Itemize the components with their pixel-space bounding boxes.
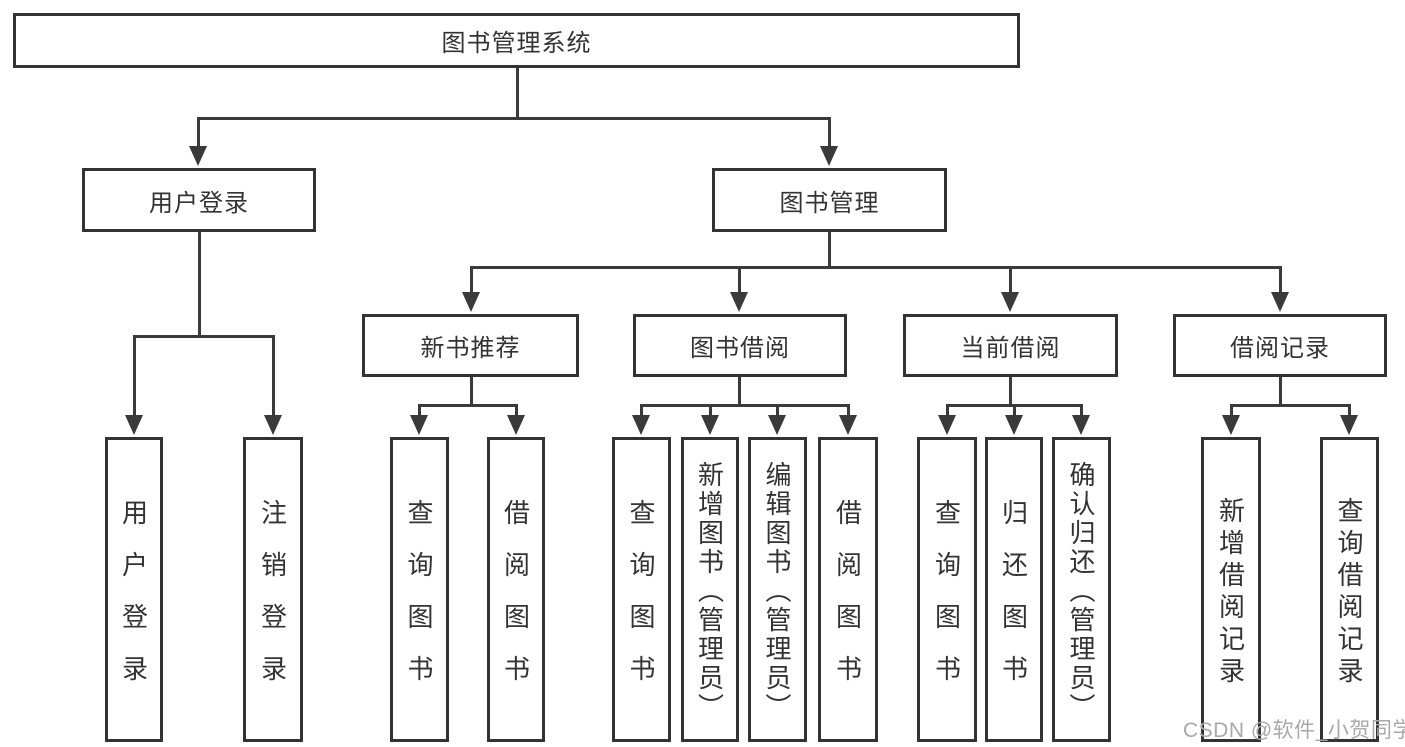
arrowhead — [820, 146, 838, 166]
leaf-confirm-return-admin: 确认归还（管理员） — [1052, 437, 1111, 742]
arrow-stem — [946, 406, 949, 417]
leaf-borrow-books-recommend: 借阅图书 — [487, 437, 545, 742]
arrow-stem — [1230, 406, 1233, 417]
leaf-edit-book-admin-label: 编辑图书（管理员） — [762, 460, 792, 722]
connector-recommend-stem — [470, 375, 473, 406]
node-borrowing-records-label: 借阅记录 — [1230, 335, 1330, 362]
leaf-add-book-admin: 新增图书（管理员） — [681, 437, 739, 742]
connector-level1-bus — [197, 117, 831, 120]
arrowhead — [507, 415, 525, 435]
leaf-confirm-return-admin-label: 确认归还（管理员） — [1066, 460, 1096, 722]
leaf-logout-label: 注销登录 — [257, 498, 288, 707]
arrow-stem — [197, 119, 200, 148]
node-book-borrowing-label: 图书借阅 — [690, 335, 790, 362]
arrowhead — [462, 292, 480, 312]
arrow-stem — [272, 337, 275, 416]
connector-current-bus — [946, 404, 1083, 407]
connector-current-stem — [1009, 375, 1012, 406]
arrowhead — [125, 415, 143, 435]
leaf-return-book: 归还图书 — [985, 437, 1043, 742]
arrowhead — [189, 146, 207, 166]
arrowhead — [730, 292, 748, 312]
arrowhead — [1005, 415, 1023, 435]
leaf-borrow-books-borrowing-label: 借阅图书 — [832, 498, 863, 707]
arrowhead — [839, 415, 857, 435]
arrowhead — [410, 415, 428, 435]
node-root-label: 图书管理系统 — [441, 30, 592, 57]
leaf-query-borrow-record-label: 查询借阅记录 — [1334, 496, 1364, 689]
arrow-stem — [133, 337, 136, 416]
arrowhead — [1340, 415, 1358, 435]
node-user-login-group-label: 用户登录 — [149, 189, 249, 217]
arrowhead — [1271, 292, 1289, 312]
arrow-stem — [418, 406, 421, 417]
arrowhead — [1222, 415, 1240, 435]
arrow-stem — [828, 119, 831, 148]
arrow-stem — [847, 406, 850, 417]
arrow-stem — [709, 406, 712, 417]
node-book-borrowing: 图书借阅 — [633, 314, 847, 377]
leaf-borrow-books-borrowing: 借阅图书 — [818, 437, 878, 742]
leaf-add-borrow-record: 新增借阅记录 — [1201, 437, 1261, 742]
connector-records-bus — [1230, 404, 1351, 407]
node-current-borrowing: 当前借阅 — [903, 314, 1118, 377]
arrowhead — [264, 415, 282, 435]
connector-userlogin-stem — [198, 230, 201, 337]
arrow-stem — [1080, 406, 1083, 417]
arrow-stem — [640, 406, 643, 417]
node-root: 图书管理系统 — [13, 13, 1020, 68]
leaf-return-book-label: 归还图书 — [998, 498, 1029, 707]
arrowhead — [768, 415, 786, 435]
leaf-query-books-recommend: 查询图书 — [390, 437, 449, 742]
leaf-add-book-admin-label: 新增图书（管理员） — [694, 460, 725, 722]
node-new-book-recommend: 新书推荐 — [362, 314, 579, 377]
arrowhead — [701, 415, 719, 435]
leaf-query-books-recommend-label: 查询图书 — [404, 498, 434, 707]
leaf-query-borrow-record: 查询借阅记录 — [1320, 437, 1379, 742]
csdn-watermark: CSDN @软件_小贺同学 — [1183, 719, 1405, 742]
connector-bookmgmt-stem — [828, 230, 831, 269]
arrowhead — [1072, 415, 1090, 435]
arrow-stem — [1348, 406, 1351, 417]
leaf-user-login: 用户登录 — [105, 437, 163, 742]
connector-bookmgmt-bus — [470, 266, 1282, 269]
arrow-stem — [1013, 406, 1016, 417]
node-user-login-group: 用户登录 — [82, 168, 316, 232]
node-current-borrowing-label: 当前借阅 — [960, 335, 1061, 362]
arrowhead — [1001, 292, 1019, 312]
connector-records-stem — [1279, 375, 1282, 406]
arrow-stem — [515, 406, 518, 417]
node-new-book-recommend-label: 新书推荐 — [420, 335, 521, 362]
arrow-stem — [776, 406, 779, 417]
connector-userlogin-bus — [133, 335, 275, 338]
node-borrowing-records: 借阅记录 — [1173, 314, 1387, 377]
connector-root-stem — [516, 66, 519, 119]
arrow-stem — [470, 268, 473, 294]
leaf-add-borrow-record-label: 新增借阅记录 — [1215, 496, 1246, 689]
leaf-query-books-current-label: 查询图书 — [931, 498, 962, 707]
arrowhead — [632, 415, 650, 435]
leaf-edit-book-admin: 编辑图书（管理员） — [748, 437, 807, 742]
arrowhead — [938, 415, 956, 435]
leaf-query-books-borrowing-label: 查询图书 — [626, 498, 656, 707]
connector-recommend-bus — [418, 404, 518, 407]
connector-borrowing-bus — [640, 404, 850, 407]
leaf-query-books-current: 查询图书 — [917, 437, 977, 742]
node-book-management-label: 图书管理 — [779, 189, 880, 217]
leaf-logout: 注销登录 — [243, 437, 303, 742]
node-book-management: 图书管理 — [712, 168, 947, 232]
arrow-stem — [738, 268, 741, 294]
leaf-query-books-borrowing: 查询图书 — [612, 437, 671, 742]
arrow-stem — [1009, 268, 1012, 294]
connector-borrowing-stem — [738, 375, 741, 406]
leaf-user-login-label: 用户登录 — [118, 498, 149, 707]
leaf-borrow-books-recommend-label: 借阅图书 — [500, 498, 531, 707]
arrow-stem — [1279, 268, 1282, 294]
